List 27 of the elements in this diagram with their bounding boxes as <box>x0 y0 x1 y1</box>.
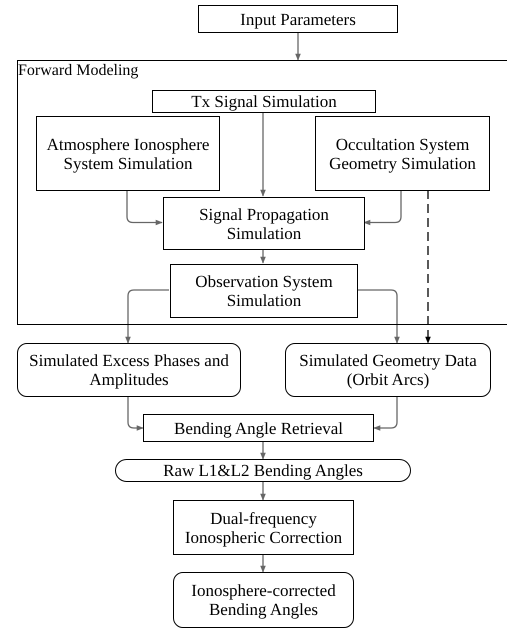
arrow <box>260 442 266 460</box>
arrow <box>125 289 169 344</box>
group-heading: Forward Modeling <box>18 61 138 81</box>
process-box: Dual-frequency Ionospheric Correction <box>173 500 354 555</box>
process-box: Bending Angle Retrieval <box>143 414 374 442</box>
arrow <box>260 112 266 197</box>
process-box: Simulated Geometry Data (Orbit Arcs) <box>285 343 491 397</box>
arrow <box>260 482 266 501</box>
process-box: Ionosphere-corrected Bending Angles <box>173 572 354 628</box>
arrow <box>260 249 266 264</box>
process-box: Observation System Simulation <box>170 264 358 318</box>
process-box: Raw L1&L2 Bending Angles <box>115 459 411 482</box>
process-box: Atmosphere Ionosphere System Simulation <box>36 116 220 191</box>
process-box: Signal Propagation Simulation <box>163 197 365 250</box>
group-frame <box>17 60 507 325</box>
arrow <box>127 397 144 431</box>
process-box: Occultation System Geometry Simulation <box>315 116 490 191</box>
arrow <box>357 289 400 344</box>
arrow <box>126 190 163 226</box>
arrow <box>363 190 402 226</box>
process-box: Input Parameters <box>198 5 398 33</box>
process-box: Tx Signal Simulation <box>152 90 376 113</box>
arrow <box>373 397 398 431</box>
arrow <box>260 555 266 573</box>
dashed-arrow <box>425 190 431 344</box>
arrow <box>295 33 301 61</box>
process-box: Simulated Excess Phases and Amplitudes <box>17 343 241 397</box>
